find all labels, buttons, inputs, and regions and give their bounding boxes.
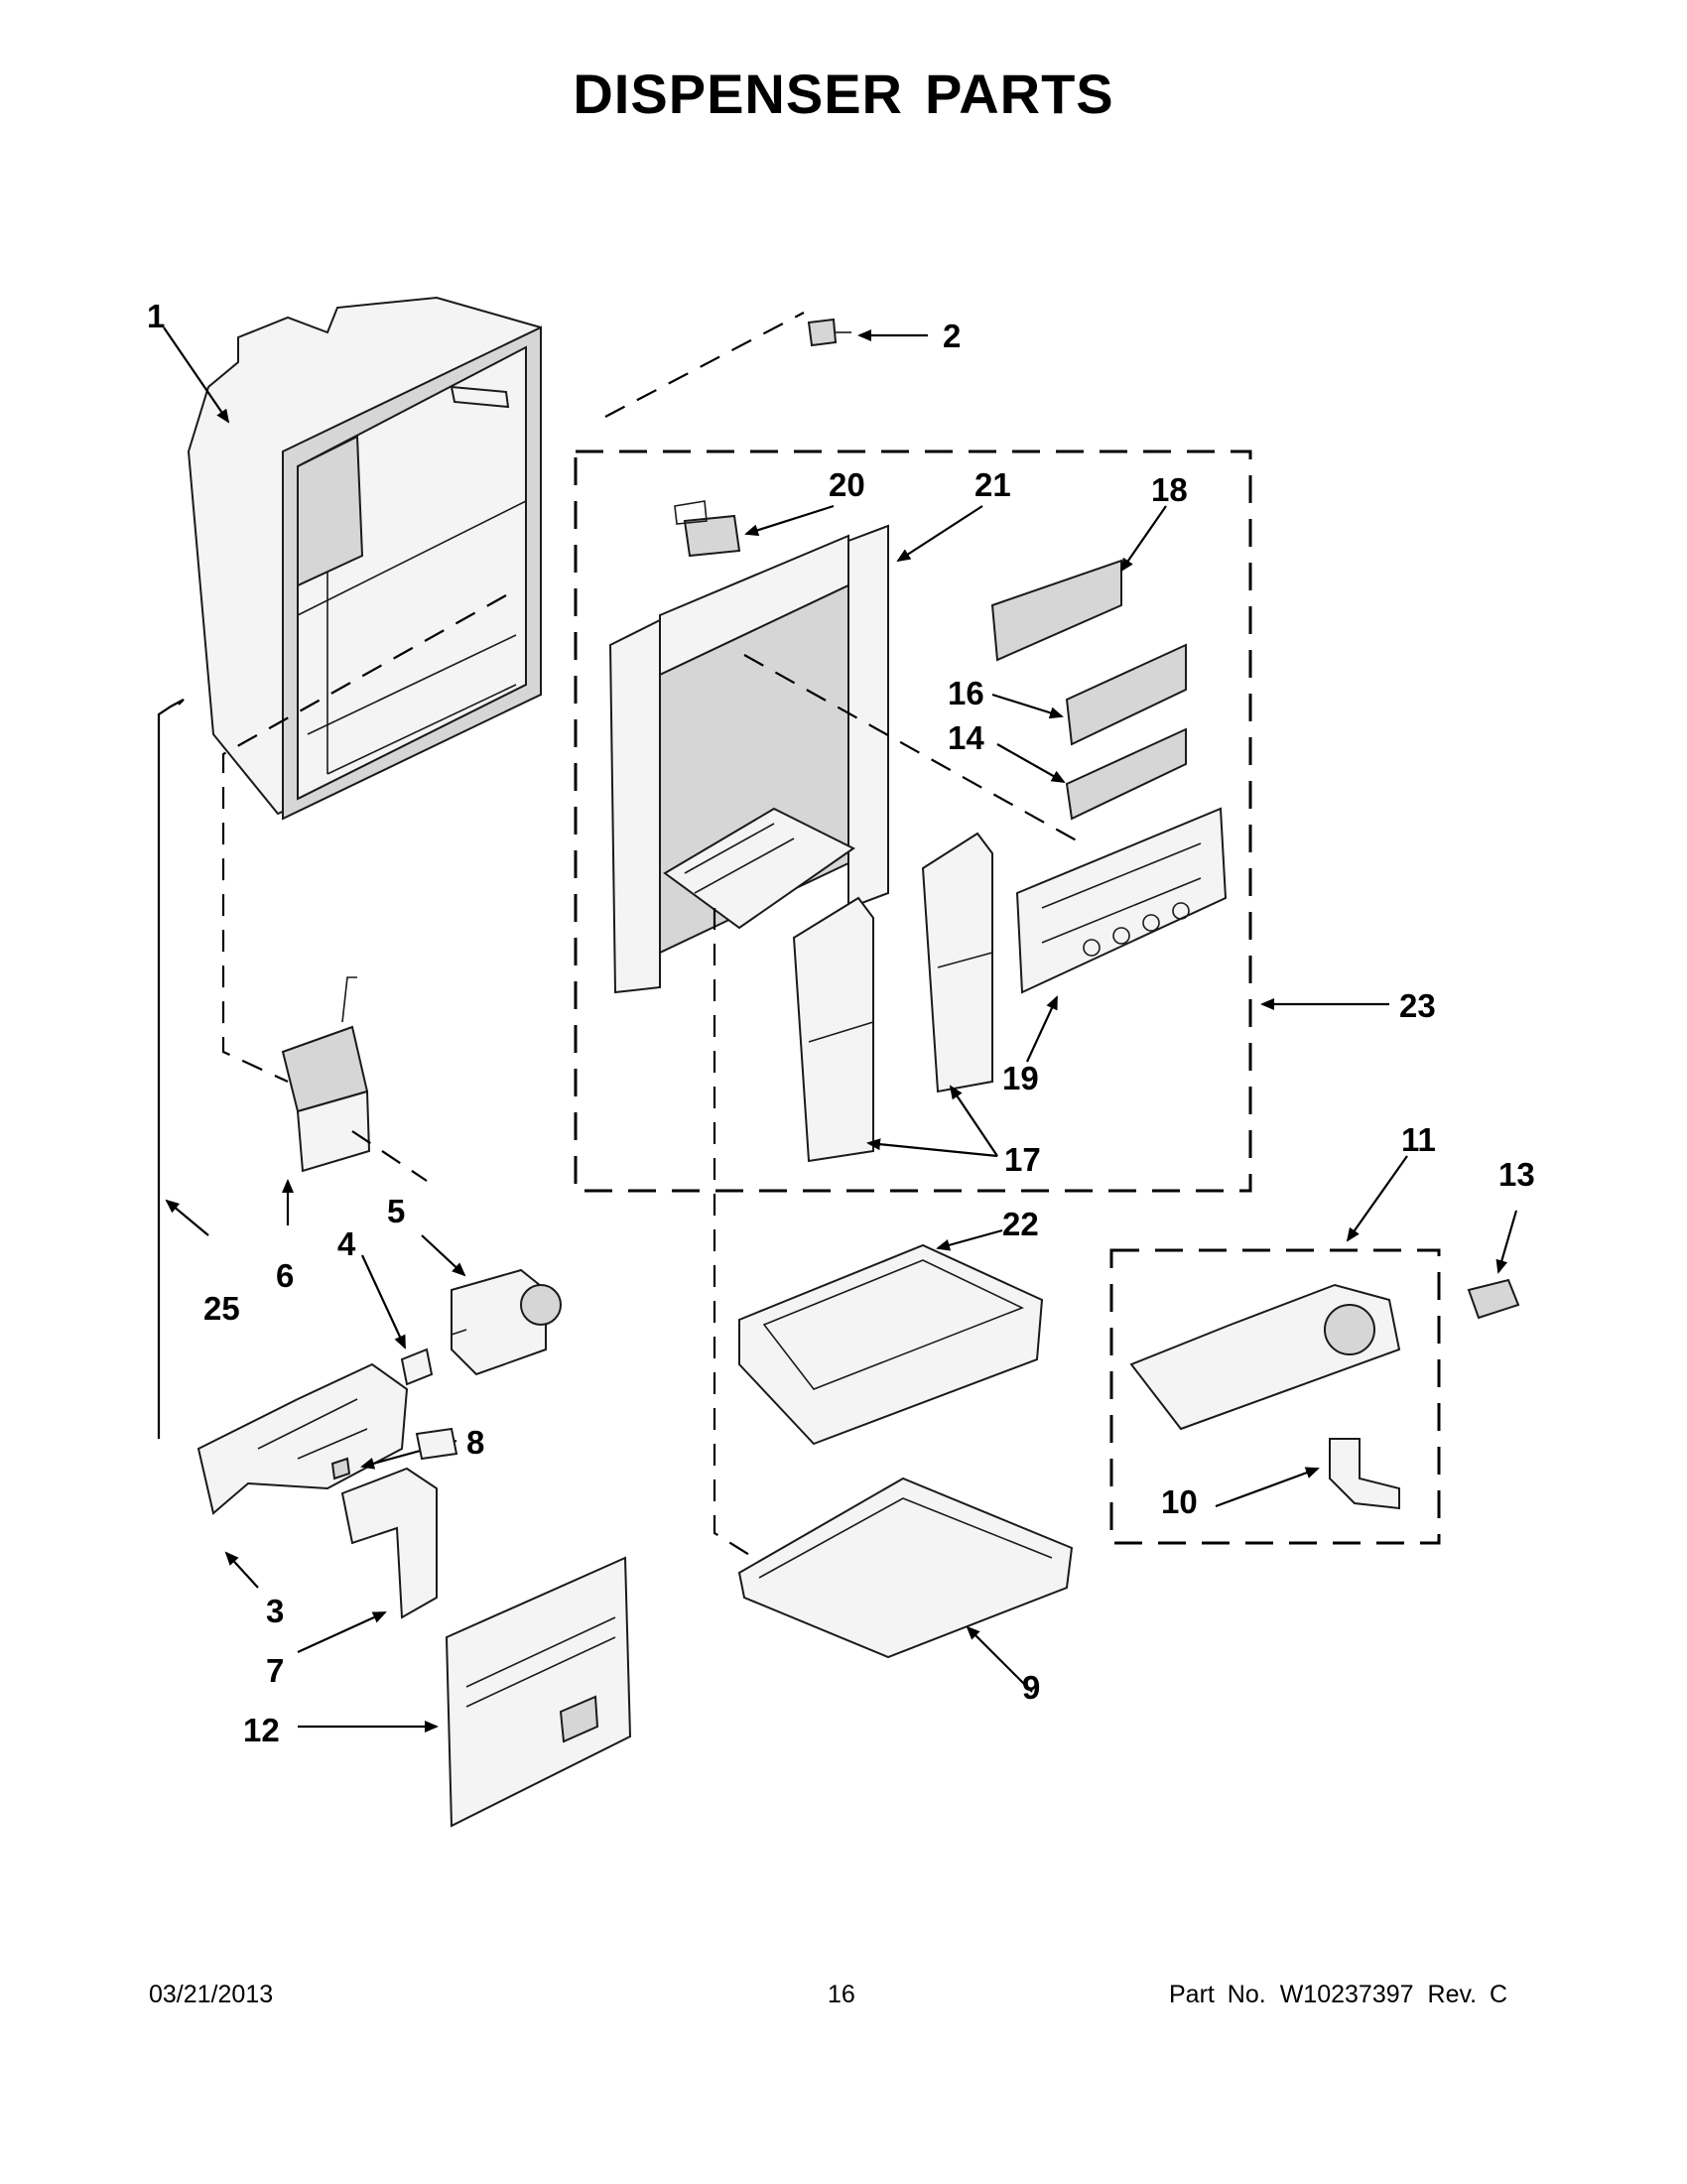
callout-9: 9 [1022,1669,1040,1706]
callout-17: 17 [1004,1141,1041,1178]
part-12-panel [445,1556,632,1828]
title-word-1: DISPENSER [573,63,903,125]
callout-20: 20 [829,466,865,503]
callout-22: 22 [1002,1206,1039,1242]
part-19-control-panel [1015,807,1228,994]
part-22-drip-tray [738,1243,1044,1446]
kit-assembly-box [574,450,1252,1193]
callout-13: 13 [1498,1156,1535,1193]
part-7-lever [340,1467,438,1619]
part-21-frame [608,524,889,994]
part-18-board [990,559,1122,662]
callout-1: 1 [147,298,165,334]
callout-19: 19 [1002,1060,1039,1096]
footer-part-info: Part No. W10237397 Rev. C [1169,1981,1507,2009]
footer-part-number: W10237397 [1279,1981,1414,2008]
part-3-bracket [196,1362,409,1515]
callout-16: 16 [948,675,984,711]
callout-2: 2 [943,318,961,354]
ice-door-assembly-box [1109,1248,1441,1545]
callout-6: 6 [276,1257,294,1294]
part-4-fitting [400,1348,434,1386]
part-8-screw [330,1457,351,1480]
callout-7: 7 [266,1652,284,1689]
part-1-housing [187,296,542,821]
part-10-fitting [1329,1438,1400,1510]
part-25-tubing [157,699,185,1439]
callout-21: 21 [974,466,1011,503]
callout-12: 12 [243,1712,280,1748]
callout-14: 14 [948,719,984,756]
footer-revision: Rev. C [1427,1981,1508,2008]
footer-page-number: 16 [828,1981,855,2008]
part-17-paddles [792,832,993,1163]
footer-date: 03/21/2013 [149,1981,274,2008]
part-20-connector [674,500,741,558]
callout-10: 10 [1161,1483,1198,1520]
part-14-board [1065,727,1187,821]
callout-8: 8 [466,1424,484,1461]
callout-4: 4 [337,1225,356,1262]
part-13-switch [1467,1278,1520,1320]
part-2-screw [807,318,851,347]
callout-5: 5 [387,1193,405,1229]
title-word-2: PARTS [925,63,1114,125]
part-6-module [281,976,371,1173]
page-title: DISPENSER PARTS [0,62,1687,126]
part-11-ice-door-assembly [1129,1283,1401,1431]
callout-3: 3 [266,1593,284,1629]
callout-18: 18 [1151,471,1188,508]
callout-11: 11 [1401,1121,1436,1158]
footer-part-label: Part No. [1169,1981,1266,2008]
callout-25: 25 [203,1290,240,1327]
part-9-tray-base [737,1477,1074,1659]
part-16-board [1065,643,1187,746]
part-5-motor [451,1268,562,1376]
callout-23: 23 [1399,987,1436,1024]
